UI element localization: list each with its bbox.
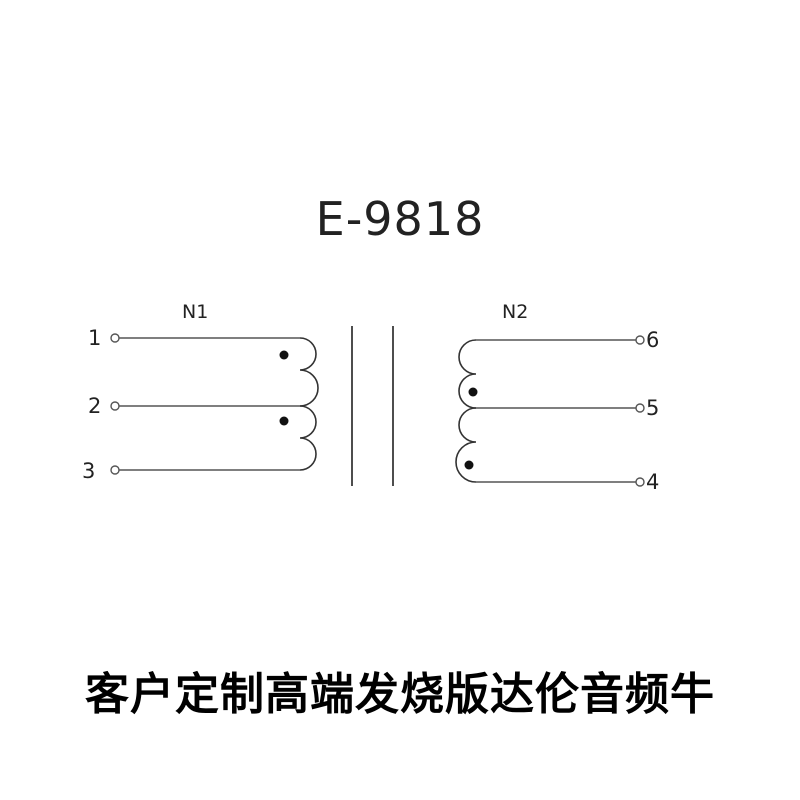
primary-polarity-dot-upper <box>279 350 289 360</box>
secondary-polarity-dot-lower <box>464 460 474 470</box>
pin-6-label: 6 <box>646 328 659 352</box>
primary-coil-lower <box>299 405 317 471</box>
pin-1-label: 1 <box>88 326 101 350</box>
primary-winding-label: N1 <box>182 301 208 323</box>
pin-4-terminal <box>635 477 645 487</box>
diagram-title: E-9818 <box>315 192 485 246</box>
primary-coil-upper <box>299 337 319 407</box>
pin-6-terminal <box>635 335 645 345</box>
pin-4-label: 4 <box>646 470 659 494</box>
secondary-polarity-dot-upper <box>468 387 478 397</box>
secondary-coil-upper <box>458 339 477 409</box>
pin-3-label: 3 <box>82 459 95 483</box>
pin-5-label: 5 <box>646 396 659 420</box>
pin-3-terminal <box>110 465 120 475</box>
primary-polarity-dot-lower <box>279 416 289 426</box>
pin-5-terminal <box>635 403 645 413</box>
secondary-winding-label: N2 <box>502 301 528 323</box>
pin-1-terminal <box>110 333 120 343</box>
secondary-coil-lower <box>455 407 477 483</box>
product-caption: 客户定制高端发烧版达伦音频牛 <box>85 669 715 720</box>
pin-2-label: 2 <box>88 394 101 418</box>
pin-2-terminal <box>110 401 120 411</box>
